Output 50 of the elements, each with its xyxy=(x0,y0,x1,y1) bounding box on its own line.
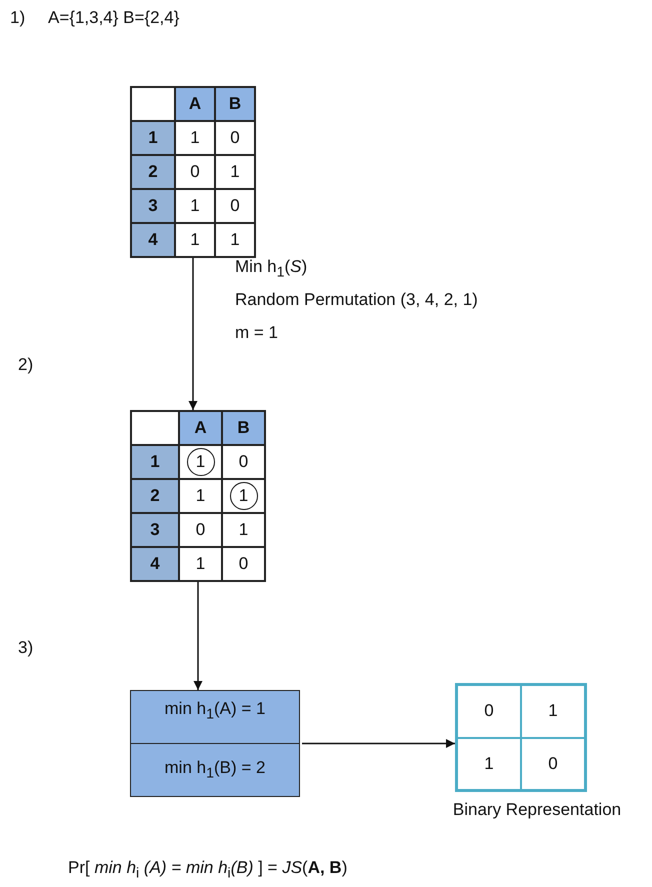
annotation: A={1,3,4} B={2,4} xyxy=(48,8,180,28)
table-cell: 1 xyxy=(179,445,222,479)
table-cell: 1 xyxy=(222,479,265,513)
arrow xyxy=(302,739,455,748)
arrow xyxy=(188,258,198,410)
row-header: 4 xyxy=(131,547,179,581)
arrow xyxy=(194,582,202,690)
data-table xyxy=(130,410,266,582)
table-cell: 1 xyxy=(215,155,255,189)
node-label: Binary Representation xyxy=(452,800,622,820)
grid-cell: 1 xyxy=(521,685,585,738)
table-cell: 1 xyxy=(175,223,215,257)
table-cell: 0 xyxy=(179,513,222,547)
column-header: B xyxy=(222,411,265,445)
column-header: A xyxy=(175,87,215,121)
step-number: 1) xyxy=(10,8,26,28)
row-header: 1 xyxy=(131,445,179,479)
table-cell: 1 xyxy=(179,547,222,581)
annotation: Random Permutation (3, 4, 2, 1) xyxy=(235,290,478,310)
row-header: 2 xyxy=(131,155,175,189)
annotation: m = 1 xyxy=(235,323,278,343)
grid-cell: 0 xyxy=(457,685,521,738)
table-cell: 1 xyxy=(222,513,265,547)
column-header: B xyxy=(215,87,255,121)
grid-cell: 0 xyxy=(521,738,585,790)
column-header: A xyxy=(179,411,222,445)
table-cell: 1 xyxy=(175,121,215,155)
row-header: 2 xyxy=(131,479,179,513)
data-table xyxy=(130,86,256,258)
step-number: 3) xyxy=(18,638,34,658)
table-cell: 0 xyxy=(222,547,265,581)
table-cell: 1 xyxy=(175,189,215,223)
table-cell: 0 xyxy=(175,155,215,189)
result-box xyxy=(130,690,300,797)
table-cell: 0 xyxy=(222,445,265,479)
table-cell: 0 xyxy=(215,189,255,223)
result-cell: min h$_{1}$(B) = 2 xyxy=(131,743,299,796)
row-header: 4 xyxy=(131,223,175,257)
table-cell: 0 xyxy=(215,121,255,155)
grid-cell: 1 xyxy=(457,738,521,790)
table-cell: 1 xyxy=(215,223,255,257)
row-header: 3 xyxy=(131,189,175,223)
row-header: 3 xyxy=(131,513,179,547)
row-header: 1 xyxy=(131,121,175,155)
step-number: 2) xyxy=(18,355,34,375)
annotation: Min h$_{1}$(S) xyxy=(235,257,308,280)
result-cell: min h$_{1}$(A) = 1 xyxy=(131,691,299,743)
binary-grid xyxy=(455,683,587,792)
formula: Pr[ min h$_{i}$ (A) = min h$_{i}$(B) ] = JS(A, B) xyxy=(68,858,348,882)
table-cell: 1 xyxy=(179,479,222,513)
